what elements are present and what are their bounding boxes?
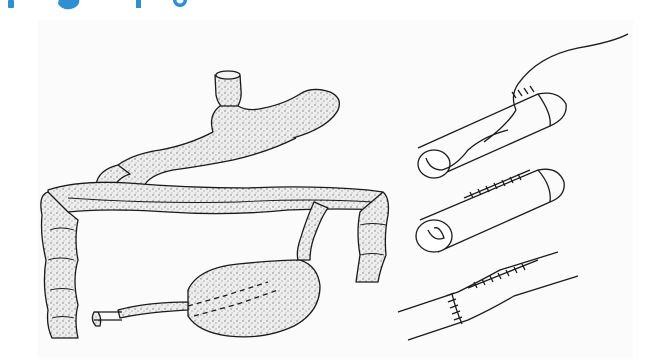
surgical-illustration (38, 20, 633, 358)
stomach-colon-panel (41, 71, 389, 338)
appendix-stump (92, 312, 100, 326)
small-intestine-loop (297, 202, 328, 260)
esophagus-shape (215, 75, 241, 108)
title-glyph-fragments (0, 0, 200, 10)
slide-title-fragment (0, 0, 200, 10)
intestine-tube-step-3 (398, 252, 578, 340)
transverse-colon (48, 182, 383, 214)
mesenteric-pedicle (118, 302, 188, 318)
suture-thread (513, 34, 628, 110)
intestine-tube-step-1 (418, 86, 566, 178)
ascending-colon (41, 192, 78, 338)
stomach-lower-curve (105, 132, 296, 188)
intestine-tube-step-2 (416, 169, 564, 252)
jejunal-pouch (188, 260, 320, 337)
esophagus-opening (216, 71, 240, 79)
anatomical-figure (38, 20, 633, 358)
suturing-sequence-panel (398, 34, 628, 340)
